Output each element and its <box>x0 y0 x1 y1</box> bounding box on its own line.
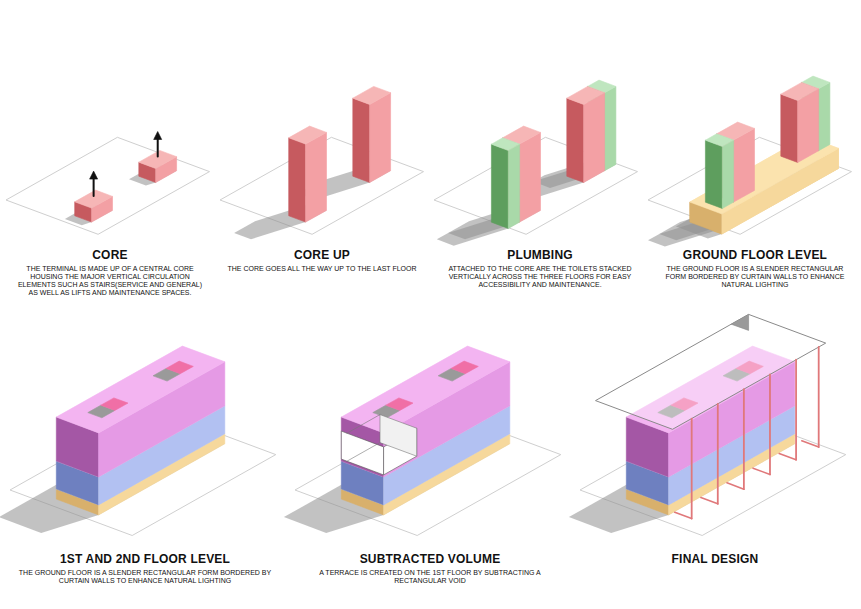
panel-description: THE GROUND FLOOR IS A SLENDER RECTANGULA… <box>15 569 275 585</box>
column <box>818 347 820 447</box>
terrace-void <box>347 443 380 462</box>
column <box>743 389 745 489</box>
panel-description: THE CORE GOES ALL THE WAY UP TO THE LAST… <box>222 265 422 273</box>
core-tower <box>306 132 327 222</box>
up-arrow <box>93 177 95 196</box>
up-arrow <box>90 171 98 179</box>
plumbing-stack <box>605 86 616 170</box>
panel-heading: CORE <box>10 248 210 262</box>
panel-description: ATTACHED TO THE CORE ARE THE TOILETS STA… <box>445 265 635 289</box>
column <box>691 419 693 519</box>
core-tower <box>781 94 798 162</box>
core-tower <box>289 138 306 222</box>
column <box>802 441 819 447</box>
column <box>717 404 719 504</box>
core-tower <box>722 140 733 208</box>
column <box>727 483 744 489</box>
core-tower <box>705 134 733 147</box>
roof-canopy <box>596 314 826 429</box>
plumbing-stack <box>567 98 584 182</box>
core-tower <box>353 98 370 182</box>
floor-volume <box>341 346 510 433</box>
panel-heading: PLUMBING <box>440 248 640 262</box>
column <box>779 453 796 459</box>
up-arrow <box>157 137 159 156</box>
panel-description: THE TERMINAL IS MADE UP OF A CENTRAL COR… <box>15 265 205 297</box>
terrace-void <box>347 415 380 434</box>
core-tower <box>781 82 819 100</box>
roof-core-mark <box>451 361 478 374</box>
panel-heading: FINAL DESIGN <box>580 552 850 566</box>
column <box>769 374 771 474</box>
panel-heading: SUBTRACTED VOLUME <box>295 552 565 566</box>
core-tower <box>705 140 722 208</box>
roof-core-mark <box>386 398 413 411</box>
plumbing-stack <box>491 138 519 151</box>
core-tower <box>289 126 327 144</box>
plumbing-stack <box>584 93 605 183</box>
plumbing-stack <box>520 132 541 222</box>
column <box>675 512 692 518</box>
core-tower <box>819 82 830 150</box>
column <box>795 360 797 460</box>
plumbing-stack <box>567 86 605 104</box>
column <box>753 468 770 474</box>
floor-volume <box>56 346 225 433</box>
roof-core-mark <box>101 398 128 411</box>
roof-core-mark <box>166 361 193 374</box>
core-tower <box>370 93 391 183</box>
core-tower <box>353 86 391 104</box>
core-tower <box>798 89 819 163</box>
roof-canopy <box>731 314 748 330</box>
up-arrow <box>154 132 162 140</box>
plumbing-stack <box>508 144 519 228</box>
panel-description: THE GROUND FLOOR IS A SLENDER RECTANGULA… <box>660 265 850 289</box>
plumbing-stack <box>491 144 508 228</box>
column <box>701 498 718 504</box>
terrace-void <box>341 431 383 475</box>
ground-plane <box>6 137 210 234</box>
panel-heading: GROUND FLOOR LEVEL <box>655 248 855 262</box>
panel-heading: 1ST AND 2ND FLOOR LEVEL <box>10 552 280 566</box>
panel-description: A TERRACE IS CREATED ON THE 1ST FLOOR BY… <box>300 569 560 585</box>
core-tower <box>734 128 755 202</box>
terrace-void <box>380 415 417 457</box>
panel-heading: CORE UP <box>222 248 422 262</box>
